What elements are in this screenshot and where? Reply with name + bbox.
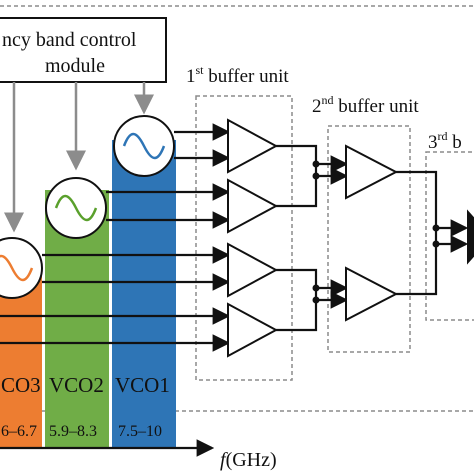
vco-output-wires xyxy=(0,123,231,352)
stage1-to-stage2-wires xyxy=(276,144,349,332)
vco3-oscillator-icon xyxy=(0,237,43,299)
control-arrows xyxy=(4,82,154,233)
vco1-bar xyxy=(112,140,176,448)
control-module-line2: module xyxy=(45,55,105,77)
buffer-triangle xyxy=(345,144,399,200)
first-buffer-unit-box xyxy=(195,95,293,381)
buffer-triangle xyxy=(345,266,399,322)
vco2-label: VCO2 xyxy=(49,373,104,397)
vco2-range: 5.9–8.3 xyxy=(49,423,97,440)
frequency-band-control-module xyxy=(0,17,167,83)
vco3-range: 6–6.7 xyxy=(1,423,37,440)
junction-dots xyxy=(312,160,320,304)
buffer-triangle xyxy=(227,242,279,298)
third-buffer-unit-box xyxy=(425,151,474,321)
third-buffer-unit-label: 3rd b xyxy=(428,129,462,153)
buffer-triangle xyxy=(227,178,279,234)
vco3-label: CO3 xyxy=(1,373,41,397)
third-stage-buffer xyxy=(467,209,474,265)
vco1-range: 7.5–10 xyxy=(118,423,162,440)
frequency-axis-label: f(GHz) xyxy=(220,449,277,471)
junction-dots-stage3 xyxy=(432,224,440,248)
buffer-triangle xyxy=(227,118,279,174)
stage2-to-stage3-wires xyxy=(396,170,469,296)
vco2-oscillator-icon xyxy=(45,177,107,239)
vco1-oscillator-icon xyxy=(113,115,175,177)
buffer-triangle xyxy=(227,302,279,358)
control-module-line1: ncy band control xyxy=(2,29,137,51)
first-stage-buffers xyxy=(227,118,279,358)
first-buffer-unit-label: 1st buffer unit xyxy=(186,63,289,87)
vco1-label: VCO1 xyxy=(115,373,170,397)
second-buffer-unit-label: 2nd buffer unit xyxy=(312,93,419,117)
second-stage-buffers xyxy=(345,144,399,322)
